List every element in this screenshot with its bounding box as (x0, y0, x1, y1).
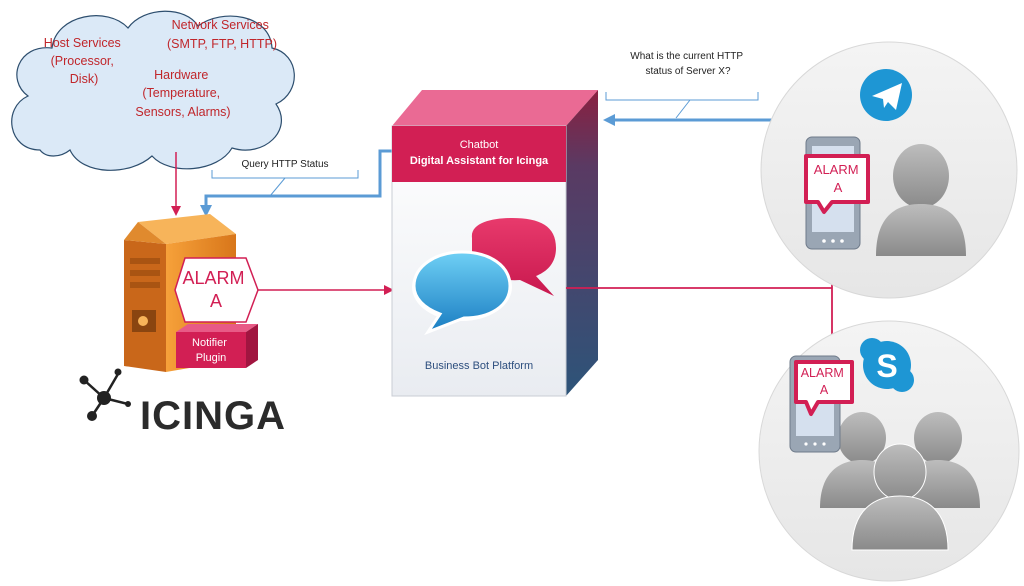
telegram-alarm-bubble (804, 154, 870, 214)
server-alarm-badge (174, 257, 259, 323)
chatbot-title: Chatbot (460, 139, 499, 151)
telegram-alarm-label: ALARM A (814, 162, 862, 195)
chat-bubbles-icon (412, 218, 556, 336)
chatbot-subtitle: Digital Assistant for Icinga (410, 155, 549, 167)
cloud-shape (11, 10, 295, 171)
telegram-icon (860, 69, 912, 121)
business-bot-platform-label: Business Bot Platform (425, 360, 533, 372)
skype-alarm-label: ALARM A (801, 366, 848, 397)
query-http-status-label: Query HTTP Status (241, 159, 328, 170)
question-label: What is the current HTTP status of Serve… (630, 51, 745, 77)
query-callout (211, 170, 359, 197)
notifier-plugin-box (176, 324, 258, 368)
notifier-plugin-label: Notifier Plugin (192, 337, 230, 364)
cloud-network-services: Network Services (SMTP, FTP, HTTP) (167, 18, 277, 51)
telegram-user-avatar (876, 144, 966, 256)
cloud-hardware: Hardware (Temperature, Sensors, Alarms) (135, 68, 230, 119)
server-alarm-label: ALARM A (182, 268, 249, 311)
query-connector-arrow (200, 149, 392, 217)
skype-icon: S (860, 338, 914, 392)
skype-group-avatars (820, 412, 980, 551)
svg-text:S: S (876, 348, 897, 384)
skype-alarm-bubble (794, 360, 854, 416)
cloud-host-services: Host Services (Processor, Disk) (44, 36, 125, 86)
icinga-logo-text: ICINGA (140, 394, 286, 438)
question-callout (605, 92, 759, 119)
icinga-logo-icon (79, 368, 131, 421)
